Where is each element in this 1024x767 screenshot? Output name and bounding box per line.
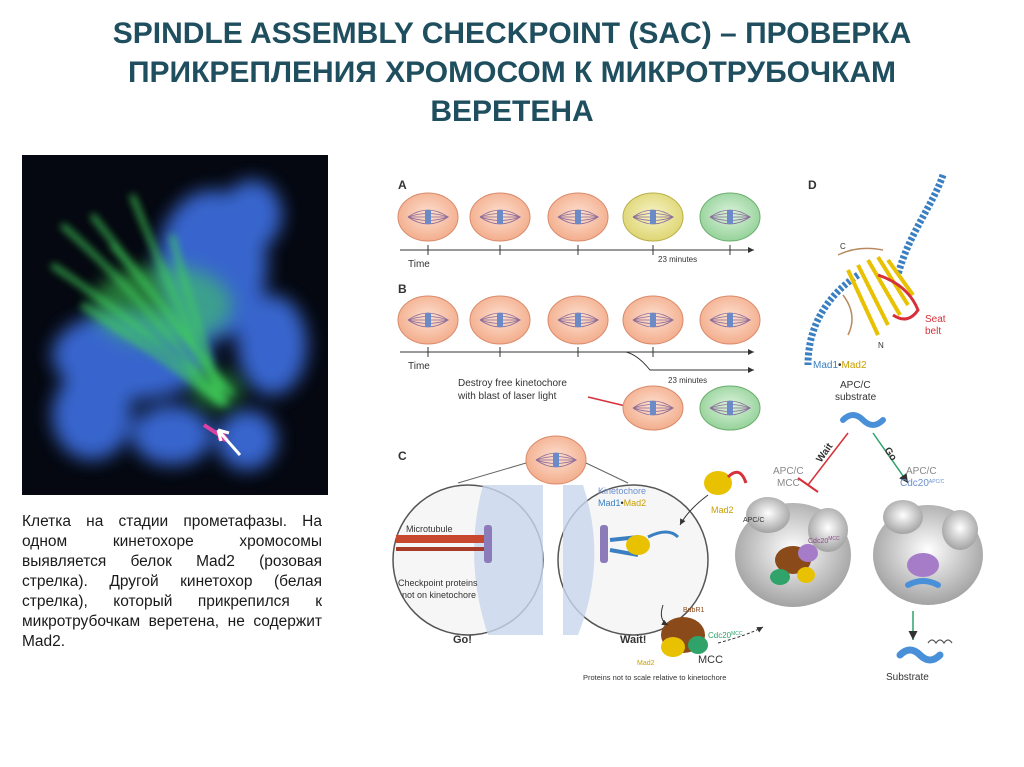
page-title: SPINDLE ASSEMBLY CHECKPOINT (SAC) – ПРОВ…	[0, 14, 1024, 131]
mad2-sheet	[846, 255, 915, 336]
title-line-1: SPINDLE ASSEMBLY CHECKPOINT (SAC) – ПРОВ…	[112, 17, 912, 50]
checkpoint-note-1: Checkpoint proteins	[398, 578, 478, 588]
mcc-label: MCC	[698, 654, 723, 666]
zoom-circle-left: Microtubule Checkpoint proteins not on k…	[392, 484, 544, 646]
laser-note-line-2: with blast of laser light	[457, 391, 557, 402]
duration-label-a: 23 minutes	[658, 255, 697, 264]
cell-b6	[622, 385, 684, 431]
go-label: Go!	[453, 634, 472, 646]
cell-b4	[622, 295, 684, 345]
duration-label-b: 23 minutes	[668, 376, 707, 385]
panel-c-label: C	[398, 449, 407, 463]
laser-note-line-1: Destroy free kinetochore	[458, 378, 567, 389]
mad2-small-label: Mad2	[637, 660, 655, 667]
apcc-pathway: APC/C substrate Wait Go APC/C MCC APC/C …	[735, 380, 983, 683]
cell-a4	[622, 192, 684, 242]
mad1-mad2-label-c: Mad1•Mad2	[598, 498, 646, 508]
panel-a: A Time 23 minutes	[397, 178, 761, 270]
seat-belt-label-2: belt	[925, 326, 941, 337]
mad1-helix-long	[894, 173, 947, 276]
mad1-helix-left	[804, 272, 860, 366]
cell-a2	[469, 192, 531, 242]
seat-belt-loop	[877, 273, 920, 321]
panel-b: B Time 23 minutes Destroy free kinetocho…	[397, 282, 761, 431]
panel-c: C Microtubule Checkpoint proteins not on…	[392, 380, 983, 683]
n-terminus-label: N	[878, 341, 884, 350]
c-terminus-label: C	[840, 242, 846, 251]
substrate-icon	[840, 412, 886, 428]
apcc-cdc-label-2: Cdc20APC/C	[900, 478, 945, 489]
spindle-green-glow	[92, 265, 242, 408]
kinetochore-label: Kinetochore	[598, 486, 646, 496]
cdc20-bound-label: Cdc20MCC	[808, 536, 840, 545]
sac-figure: A Time 23 minutes B Time 23 minutes Dest	[392, 173, 983, 683]
micrograph-caption: Клетка на стадии прометафазы. На одном к…	[22, 513, 322, 650]
chromosomes-blue	[52, 180, 307, 470]
apcc-mcc-complex	[735, 497, 851, 607]
apcc-substrate-label-1: APC/C	[840, 380, 871, 391]
microtubule-label: Microtubule	[406, 524, 453, 534]
title-line-2: ПРИКРЕПЛЕНИЯ ХРОМОСОМ К МИКРОТРУБОЧКАМ	[127, 56, 897, 89]
timeline-a	[400, 245, 754, 255]
apcc-small-label: APC/C	[743, 517, 764, 524]
panel-d: D C N Seat belt Mad1•Mad2	[804, 173, 947, 371]
mcc-complex: BubR1 Cdc20MCC Mad2 Wait! MCC	[620, 604, 764, 667]
bubr1-label: BubR1	[683, 607, 705, 614]
mad2-free-label: Mad2	[711, 505, 734, 515]
checkpoint-note-2: not on kinetochore	[402, 590, 476, 600]
cell-a5	[699, 192, 761, 242]
cell-b7	[699, 385, 761, 431]
cell-a1	[397, 192, 459, 242]
cell-b2	[469, 295, 531, 345]
title-line-3: ВЕРЕТЕНА	[430, 95, 594, 128]
white-arrow-icon	[216, 428, 242, 456]
cell-b3	[547, 295, 609, 345]
seat-belt-label-1: Seat	[925, 314, 946, 325]
scale-note: Proteins not to scale relative to kineto…	[583, 673, 726, 682]
substrate-label: Substrate	[886, 672, 929, 683]
panel-b-label: B	[398, 282, 407, 296]
mad1-mad2-label-d: Mad1•Mad2	[813, 360, 867, 371]
cell-c-top	[525, 435, 587, 485]
micrograph-image	[22, 155, 328, 495]
free-mad2: Mad2	[679, 470, 748, 526]
apcc-cdc20-complex	[873, 500, 983, 605]
time-label-a: Time	[408, 259, 430, 270]
apcc-mcc-label-2: MCC	[777, 478, 800, 489]
wait-label: Wait!	[620, 634, 646, 646]
apcc-substrate-label-2: substrate	[835, 392, 877, 403]
apcc-cdc-label-1: APC/C	[906, 466, 937, 477]
cdc20-label: Cdc20MCC	[708, 631, 743, 640]
ubiquitin-chain-icon	[927, 639, 953, 645]
time-label-b: Time	[408, 361, 430, 372]
apcc-mcc-label-1: APC/C	[773, 466, 804, 477]
cell-b1	[397, 295, 459, 345]
panel-d-label: D	[808, 178, 817, 192]
mad2-coils	[837, 247, 884, 336]
timeline-b	[400, 347, 754, 373]
substrate-product-icon	[896, 646, 944, 664]
zoom-circle-right: Kinetochore Mad1•Mad2	[557, 484, 709, 636]
cell-b5	[699, 295, 761, 345]
cell-a3	[547, 192, 609, 242]
panel-a-label: A	[398, 178, 407, 192]
